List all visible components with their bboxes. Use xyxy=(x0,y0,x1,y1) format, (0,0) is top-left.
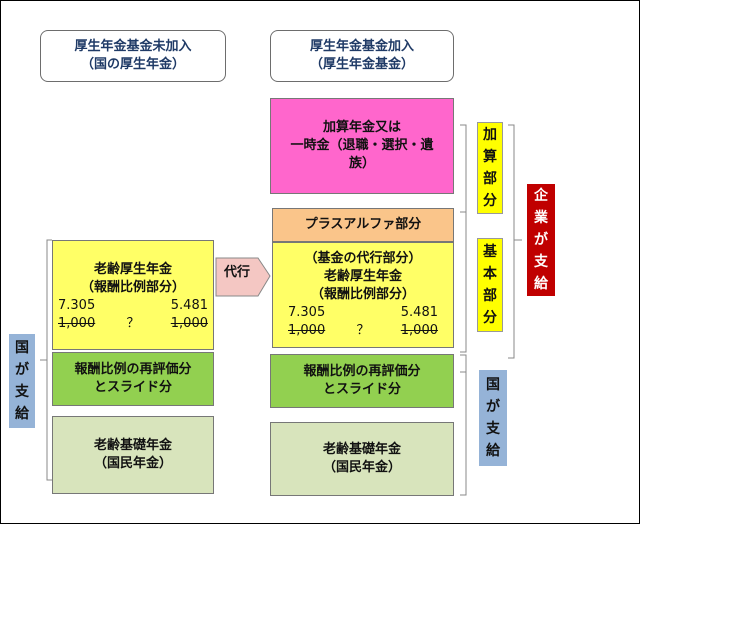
add-part-char-4: 分 xyxy=(483,193,497,209)
left-den-right: 1,000 xyxy=(170,316,208,331)
right-num-right: 5.481 xyxy=(400,305,438,320)
left-yellow-denominators: 1,000 ？ 1,000 xyxy=(58,315,208,333)
right-lgreen-line1: 老齢基礎年金 xyxy=(322,442,401,457)
left-state-char-4: 給 xyxy=(15,406,29,422)
left-num-left: 7.305 xyxy=(58,298,96,313)
right-state-char-2: が xyxy=(486,399,500,415)
left-header: 厚生年金基金未加入 （国の厚生年金） xyxy=(40,30,226,82)
base-part-char-1: 基 xyxy=(483,244,497,260)
right-den-left: 1,000 xyxy=(288,323,326,338)
base-part-char-2: 本 xyxy=(483,266,497,282)
pink-line2: 一時金（退職・選択・遺 xyxy=(290,138,434,153)
left-basic-pension-box: 老齢基礎年金 （国民年金） xyxy=(52,416,214,494)
delegation-label: 代行 xyxy=(224,265,251,280)
right-header: 厚生年金基金加入 （厚生年金基金） xyxy=(270,30,454,82)
base-part-char-3: 部 xyxy=(483,288,497,304)
company-char-5: 給 xyxy=(534,276,548,292)
left-revaluation-box: 報酬比例の再評価分 とスライド分 xyxy=(52,352,214,406)
right-state-char-4: 給 xyxy=(486,443,500,459)
plus-alpha-label: プラスアルファ部分 xyxy=(304,217,422,232)
base-part-label: 基 本 部 分 xyxy=(477,238,503,332)
company-pays-label: 企 業 が 支 給 xyxy=(527,184,555,296)
left-green-line2: とスライド分 xyxy=(93,380,172,395)
right-den-mid: ？ xyxy=(356,323,370,338)
add-part-char-2: 算 xyxy=(483,149,497,165)
right-employee-pension-box: （基金の代行部分） 老齢厚生年金 （報酬比例部分） 7.305 5.481 1,… xyxy=(272,242,454,348)
delegation-arrow xyxy=(215,257,271,297)
add-part-char-3: 部 xyxy=(483,171,497,187)
right-num-left: 7.305 xyxy=(288,305,326,320)
right-additional-pension-box: 加算年金又は 一時金（退職・選択・遺 族） xyxy=(270,98,454,194)
right-yellow-line2: 老齢厚生年金 xyxy=(323,269,402,284)
left-header-line1: 厚生年金基金未加入 xyxy=(74,39,192,54)
right-green-line1: 報酬比例の再評価分 xyxy=(303,364,421,379)
left-yellow-line2: （報酬比例部分） xyxy=(80,280,185,295)
add-part-char-1: 加 xyxy=(483,127,497,143)
company-char-3: が xyxy=(534,232,548,248)
left-state-pays-label: 国 が 支 給 xyxy=(9,334,35,428)
right-yellow-line3: （報酬比例部分） xyxy=(310,287,415,302)
left-yellow-line1: 老齢厚生年金 xyxy=(93,262,172,277)
left-employee-pension-box: 老齢厚生年金 （報酬比例部分） 7.305 5.481 1,000 ？ 1,00… xyxy=(52,240,214,350)
right-den-right: 1,000 xyxy=(400,323,438,338)
left-yellow-numerators: 7.305 5.481 xyxy=(58,297,208,315)
left-green-line1: 報酬比例の再評価分 xyxy=(74,362,192,377)
right-basic-pension-box: 老齢基礎年金 （国民年金） xyxy=(270,422,454,496)
right-state-char-3: 支 xyxy=(486,421,500,437)
right-revaluation-box: 報酬比例の再評価分 とスライド分 xyxy=(270,354,454,408)
left-num-right: 5.481 xyxy=(170,298,208,313)
pink-line1: 加算年金又は xyxy=(322,120,401,135)
right-lgreen-line2: （国民年金） xyxy=(322,460,401,475)
left-state-char-3: 支 xyxy=(15,384,29,400)
company-char-1: 企 xyxy=(534,188,548,204)
left-header-line2: （国の厚生年金） xyxy=(80,57,185,72)
diagram-frame xyxy=(0,0,640,524)
company-char-2: 業 xyxy=(534,210,548,226)
left-lgreen-line2: （国民年金） xyxy=(93,456,172,471)
right-green-line2: とスライド分 xyxy=(322,382,401,397)
right-state-pays-label: 国 が 支 給 xyxy=(479,370,507,466)
company-char-4: 支 xyxy=(534,254,548,270)
base-part-char-4: 分 xyxy=(483,310,497,326)
pink-line3: 族） xyxy=(348,156,375,171)
left-lgreen-line1: 老齢基礎年金 xyxy=(93,438,172,453)
left-den-mid: ？ xyxy=(126,316,140,331)
right-yellow-denominators: 1,000 ？ 1,000 xyxy=(288,322,438,340)
right-header-line1: 厚生年金基金加入 xyxy=(309,39,414,54)
left-state-char-2: が xyxy=(15,362,29,378)
right-header-line2: （厚生年金基金） xyxy=(309,57,414,72)
plus-alpha-box: プラスアルファ部分 xyxy=(272,208,454,242)
right-state-char-1: 国 xyxy=(486,377,500,393)
right-yellow-numerators: 7.305 5.481 xyxy=(288,304,438,322)
left-den-left: 1,000 xyxy=(58,316,96,331)
right-yellow-line1: （基金の代行部分） xyxy=(304,251,422,266)
additional-part-label: 加 算 部 分 xyxy=(477,122,503,214)
left-state-char-1: 国 xyxy=(15,340,29,356)
